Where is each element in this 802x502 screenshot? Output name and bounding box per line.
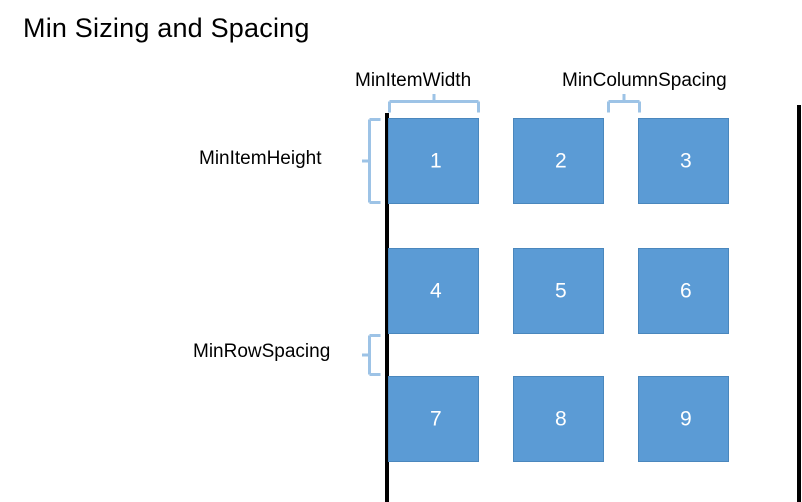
- label-min-column-spacing: MinColumnSpacing: [562, 70, 727, 91]
- grid-item[interactable]: 3: [638, 118, 729, 204]
- grid-item-label: 6: [680, 279, 692, 303]
- label-min-item-width: MinItemWidth: [355, 70, 472, 91]
- grid-item[interactable]: 5: [513, 248, 604, 334]
- left-boundary-rail: [385, 113, 389, 502]
- grid-item-label: 2: [555, 149, 567, 173]
- grid-item[interactable]: 7: [388, 376, 479, 462]
- page-title: Min Sizing and Spacing: [23, 13, 310, 43]
- label-min-item-height: MinItemHeight: [199, 148, 322, 169]
- grid-item[interactable]: 9: [638, 376, 729, 462]
- grid-item[interactable]: 1: [388, 118, 479, 204]
- right-boundary-rail: [797, 105, 801, 502]
- grid-item-label: 5: [555, 279, 567, 303]
- grid-item-label: 1: [430, 149, 442, 173]
- bracket-min-row-spacing-icon: [362, 334, 382, 376]
- bracket-min-item-height-icon: [362, 118, 382, 204]
- label-min-row-spacing: MinRowSpacing: [193, 341, 331, 362]
- bracket-min-column-spacing-icon: [607, 94, 641, 114]
- grid-item[interactable]: 4: [388, 248, 479, 334]
- grid-item[interactable]: 6: [638, 248, 729, 334]
- grid-item-label: 4: [430, 279, 442, 303]
- bracket-min-item-width-icon: [388, 94, 480, 114]
- grid-item-label: 8: [555, 407, 567, 431]
- grid-item-label: 3: [680, 149, 692, 173]
- grid-item-label: 7: [430, 407, 442, 431]
- grid-item-label: 9: [680, 407, 692, 431]
- grid-item[interactable]: 8: [513, 376, 604, 462]
- grid-item[interactable]: 2: [513, 118, 604, 204]
